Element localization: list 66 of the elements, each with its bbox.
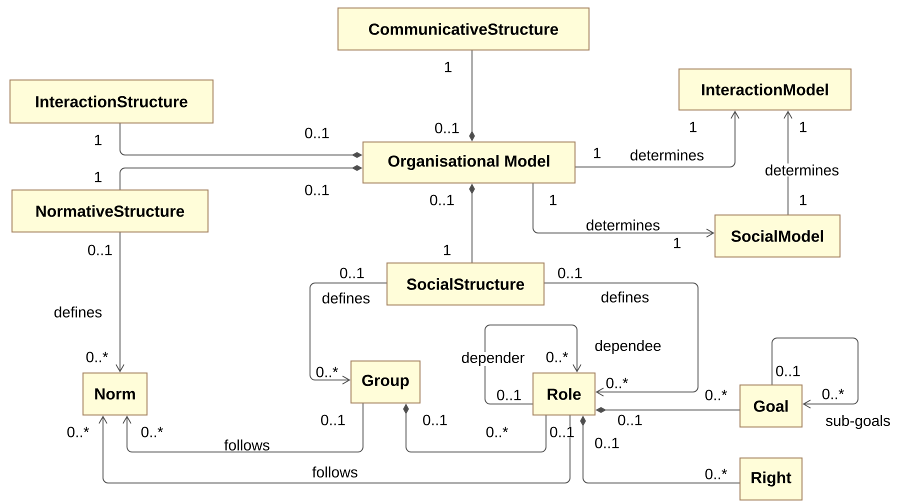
end-label: 1: [94, 172, 102, 182]
end-label: 0..1: [594, 438, 620, 448]
end-label: 0..*: [606, 378, 628, 388]
edge-label: follows: [311, 466, 359, 479]
class-box: Goal: [740, 384, 802, 428]
end-label: 1: [548, 194, 558, 206]
end-label: 0..1: [434, 122, 460, 134]
association-line: [98, 415, 570, 484]
end-label: 0..1: [340, 268, 365, 278]
edge-label: determines: [584, 218, 662, 232]
edge-label: defines: [600, 290, 650, 304]
edge-label: defines: [320, 292, 372, 305]
association-line: [484, 324, 582, 404]
end-label: 0..1: [558, 268, 583, 278]
end-label: 0..*: [140, 426, 164, 438]
association-line: [116, 232, 124, 372]
association-line: [310, 282, 387, 384]
class-box: SocialStructure: [386, 262, 544, 306]
end-label: 0..1: [422, 414, 448, 426]
end-label: sub-goals: [825, 415, 891, 429]
end-label: 0..*: [704, 468, 728, 480]
end-label: 0..*: [316, 366, 338, 378]
class-box: Norm: [82, 372, 148, 416]
class-box: InteractionStructure: [10, 80, 214, 124]
end-label: 0..*: [66, 426, 90, 438]
end-label: 0..*: [822, 388, 844, 400]
edge-label: determines: [764, 164, 840, 177]
end-label: 0..*: [86, 352, 108, 362]
end-label: 1: [592, 148, 602, 158]
end-label: 1: [688, 122, 698, 132]
association-line: [122, 403, 364, 452]
end-label: 0..1: [304, 128, 330, 138]
end-label: 0..*: [704, 390, 728, 400]
end-label: 0..1: [550, 426, 575, 438]
end-label: 0..1: [304, 184, 330, 196]
edge-label: follows: [223, 438, 271, 452]
class-box: Organisational Model: [362, 142, 576, 184]
end-label: 1: [442, 244, 452, 256]
association-line: [532, 183, 714, 238]
class-box: SocialModel: [714, 214, 840, 258]
edge-label: determines: [628, 148, 706, 162]
class-box: Role: [532, 372, 596, 416]
end-label: 0..1: [88, 244, 112, 256]
end-label: 0..*: [546, 352, 568, 362]
end-label: 0..1: [496, 390, 522, 400]
class-box: NormativeStructure: [12, 190, 208, 232]
end-label: 1: [94, 134, 102, 146]
association-line: [784, 110, 792, 215]
end-label: 0..*: [486, 426, 508, 438]
association-line: [772, 338, 858, 408]
edge-label: defines: [52, 306, 104, 318]
end-label: 1: [798, 194, 808, 206]
end-label: 1: [444, 62, 452, 72]
end-label: 0..1: [618, 414, 643, 426]
end-label: depender: [461, 352, 525, 366]
end-label: 0..1: [776, 366, 801, 376]
class-box: InteractionModel: [678, 68, 852, 110]
end-label: 1: [672, 238, 682, 248]
association-line: [575, 110, 740, 168]
end-label: 0..1: [320, 414, 346, 426]
end-label: dependee: [594, 340, 662, 354]
end-label: 1: [798, 122, 808, 132]
association-line: [544, 282, 698, 396]
class-box: CommunicativeStructure: [338, 8, 590, 50]
class-box: Right: [740, 458, 802, 500]
class-box: Group: [350, 360, 420, 404]
